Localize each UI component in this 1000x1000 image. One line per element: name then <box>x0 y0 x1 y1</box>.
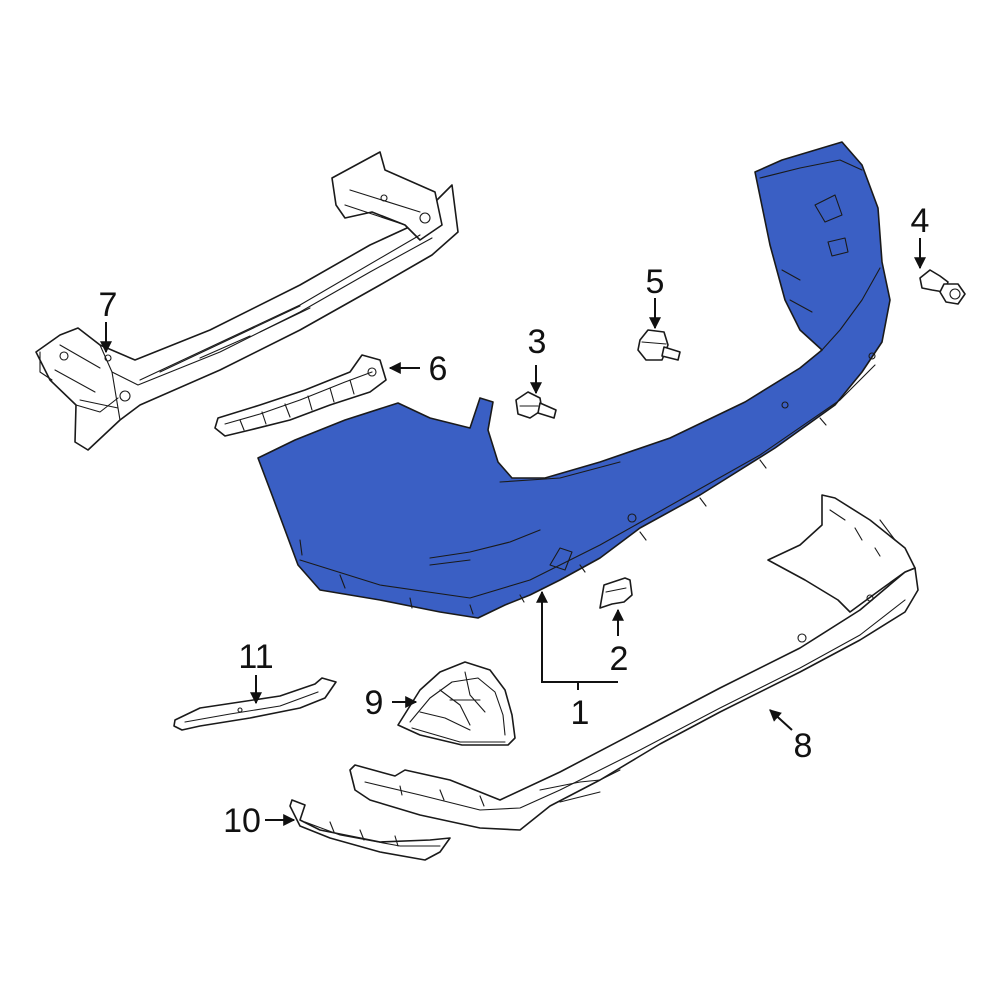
leader-8 <box>769 709 793 731</box>
reflector-housing-part[interactable] <box>397 661 516 746</box>
callout-11: 11 <box>238 638 273 676</box>
lower-valance-part[interactable] <box>349 494 919 831</box>
bolt-part-4[interactable] <box>919 269 966 305</box>
callout-4: 4 <box>911 202 930 240</box>
leader-1 <box>541 596 618 683</box>
clip-bracket-part-2[interactable] <box>599 577 633 609</box>
callout-2: 2 <box>610 640 629 678</box>
trim-panel-part-10[interactable] <box>289 799 451 861</box>
bolt-part-3[interactable] <box>515 391 557 419</box>
callout-8: 8 <box>794 727 813 765</box>
callout-7: 7 <box>99 286 118 324</box>
bumper-cover-part[interactable] <box>257 141 891 619</box>
callout-labels: 7 6 3 5 4 2 1 8 9 11 10 <box>99 202 930 840</box>
callout-3: 3 <box>528 323 547 361</box>
callout-9: 9 <box>365 684 384 722</box>
bumper-bracket-part[interactable] <box>214 354 387 437</box>
callout-1: 1 <box>571 694 590 732</box>
callout-6: 6 <box>429 350 448 388</box>
reinforcement-beam-part[interactable] <box>35 151 459 451</box>
bumper-stop-part-5[interactable] <box>637 329 681 361</box>
callout-5: 5 <box>646 263 665 301</box>
leader-lines <box>100 238 926 826</box>
callout-10: 10 <box>223 802 261 840</box>
bumper-cover-shape <box>257 141 891 619</box>
